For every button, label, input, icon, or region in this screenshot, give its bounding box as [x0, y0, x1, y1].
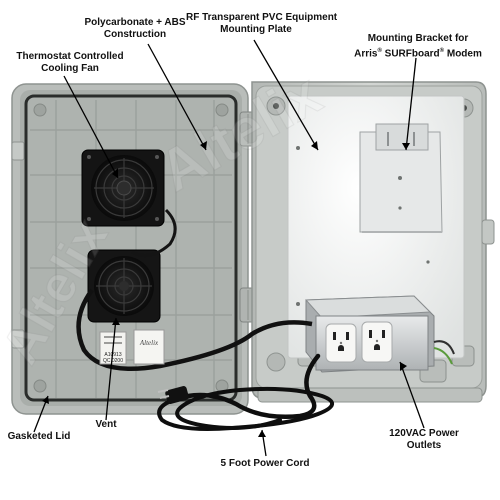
callout-outlets-line1: 120VAC Power	[389, 428, 459, 439]
fan-cable	[131, 208, 177, 258]
cooling-fan	[81, 149, 165, 227]
callout-pvc-plate-line2: Mounting Plate	[220, 24, 292, 35]
label-stickers	[99, 329, 165, 365]
thermostat-cable	[76, 288, 313, 372]
callout-fan: Thermostat Controlled Cooling Fan	[10, 51, 130, 75]
callout-vent: Vent	[88, 419, 124, 431]
callout-bracket-line2: Arris® SURFboard® Modem	[354, 48, 482, 60]
sticker-code-2: QC 0200	[103, 358, 123, 364]
power-outlets	[304, 295, 455, 373]
callout-fan-line2: Cooling Fan	[41, 63, 99, 74]
callout-outlets-line2: Outlets	[406, 440, 442, 451]
callout-polycarbonate-line1: Polycarbonate + ABS	[84, 17, 186, 28]
callout-pvc-plate-line1: RF Transparent PVC Equipment	[186, 12, 338, 23]
callout-bracket: Mounting Bracket for Arris® SURFboard® M…	[342, 33, 494, 60]
vent	[87, 249, 161, 323]
callout-vent-line1: Vent	[95, 419, 117, 430]
power-cord	[157, 353, 334, 431]
callout-bracket-line1: Mounting Bracket for	[367, 33, 469, 44]
callout-polycarbonate-line2: Construction	[103, 29, 167, 40]
sticker-code-1: A10913	[104, 352, 121, 358]
callout-arrowheads	[42, 141, 410, 437]
callout-leader-lines	[33, 39, 425, 457]
callout-gasket: Gasketed Lid	[2, 431, 76, 443]
callout-cord-line1: 5 Foot Power Cord	[220, 458, 310, 469]
callout-gasket-line1: Gasketed Lid	[7, 431, 71, 442]
callout-cord: 5 Foot Power Cord	[200, 458, 330, 470]
power-plug	[157, 386, 189, 404]
sticker-brand: Altelix	[139, 339, 159, 347]
callout-polycarbonate: Polycarbonate + ABS Construction	[80, 17, 190, 41]
gasketed-lid	[11, 83, 249, 415]
callout-fan-line1: Thermostat Controlled	[16, 51, 124, 62]
modem-mounting-bracket	[359, 123, 443, 233]
callout-pvc-plate: RF Transparent PVC Equipment Mounting Pl…	[186, 12, 338, 36]
callout-outlets: 120VAC Power Outlets	[370, 428, 478, 452]
